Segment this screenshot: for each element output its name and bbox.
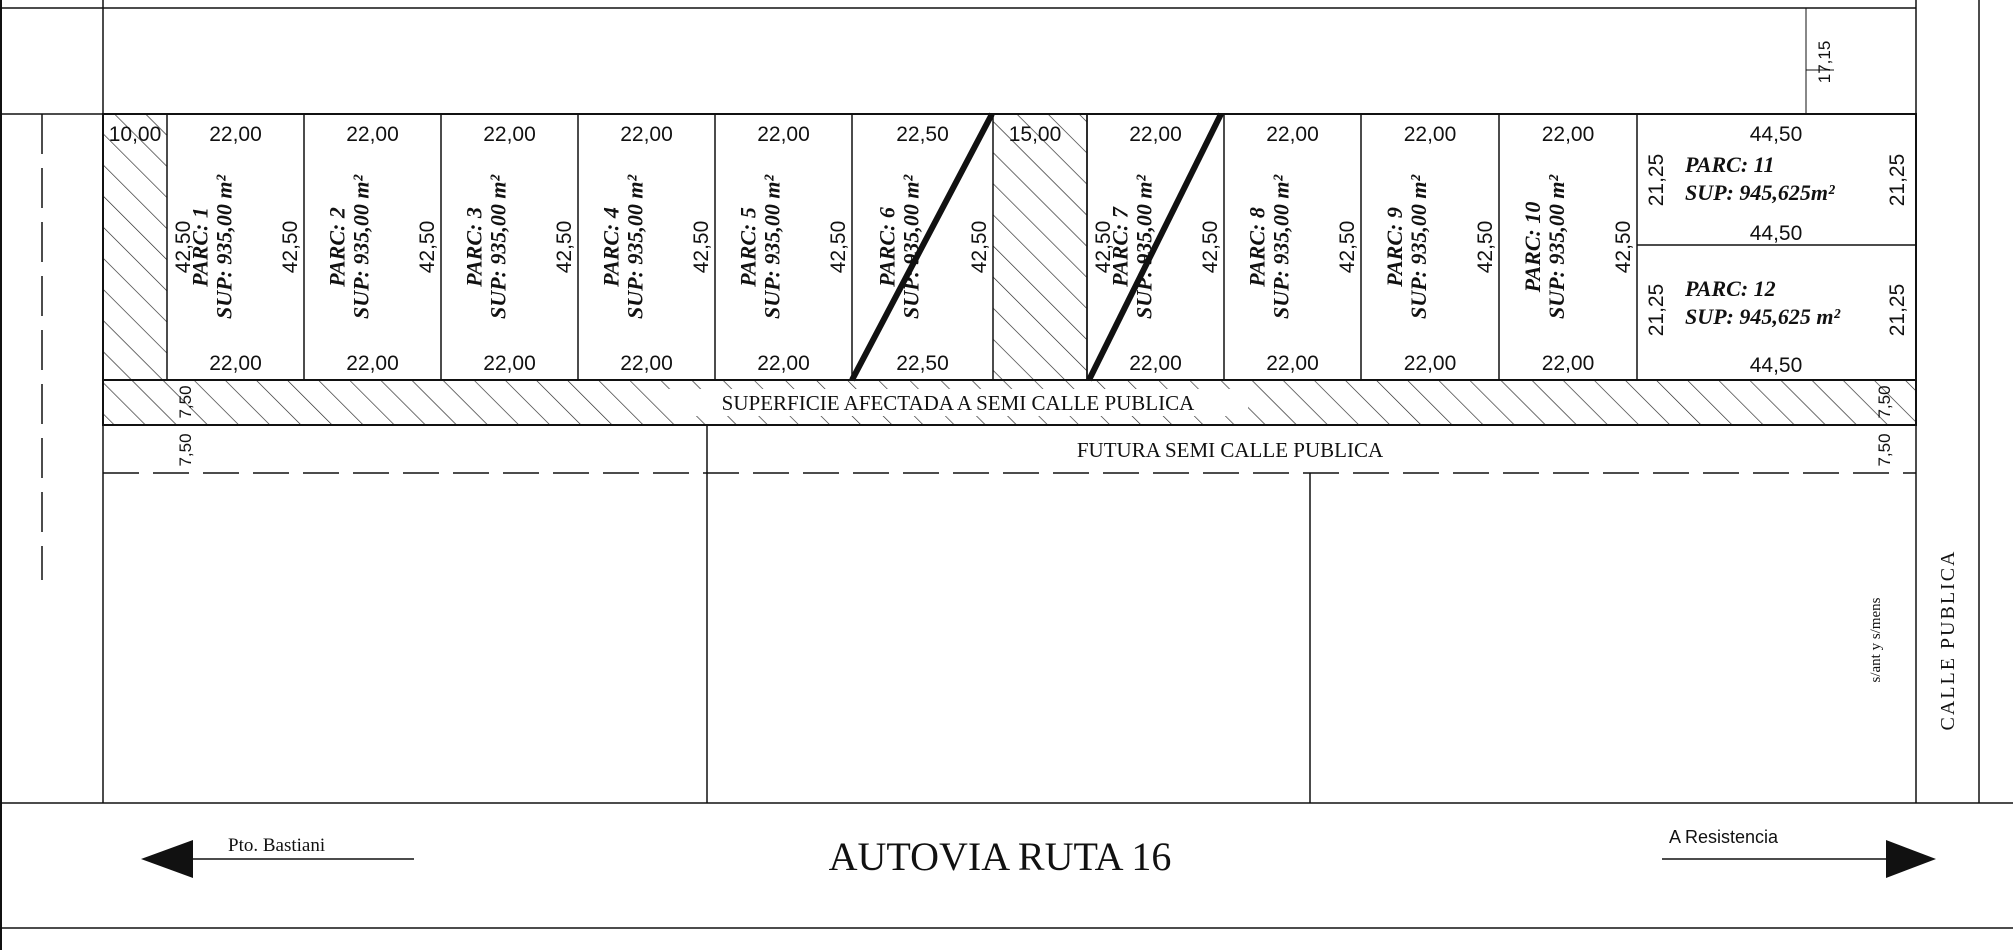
lot-area: SUP: 935,00 m² [1406, 175, 1431, 320]
lot-right-dim: 42,50 [553, 221, 576, 274]
lot-name: PARC: 4 [599, 207, 624, 288]
lot-bottom-dim: 22,00 [1266, 352, 1319, 375]
lot-right-dim: 42,50 [279, 221, 302, 274]
semi-calle-affected-label: SUPERFICIE AFECTADA A SEMI CALLE PUBLICA [722, 391, 1195, 415]
lot-name: PARC: 3 [462, 207, 487, 288]
lot-11-left: 21,25 [1645, 154, 1668, 207]
lot-top-dim: 22,00 [1266, 123, 1319, 146]
dim-top-right: 17,15 [1815, 41, 1834, 84]
lot-right-dim: 42,50 [1474, 221, 1497, 274]
lot-top-dim: 22,00 [1404, 123, 1457, 146]
lot-top-dim: 22,00 [620, 123, 673, 146]
lot-right-dim: 42,50 [416, 221, 439, 274]
lot-area: SUP: 935,00 m² [1544, 175, 1569, 320]
lot-left-dim: 42,50 [172, 221, 195, 274]
lot-bottom-dim: 22,00 [1129, 352, 1182, 375]
lot-11-name: PARC: 11 [1684, 152, 1774, 177]
future-semi-calle-label: FUTURA SEMI CALLE PUBLICA [1077, 438, 1384, 462]
lot-bottom-dim: 22,00 [1404, 352, 1457, 375]
lot-name: PARC: 1 [188, 207, 213, 288]
lot-12-name: PARC: 12 [1684, 276, 1776, 301]
lot-name: PARC: 2 [325, 207, 350, 288]
calle-publica-label: CALLE PUBLICA [1937, 550, 1959, 731]
lot-top-dim: 22,00 [1542, 123, 1595, 146]
lot-12-sup: SUP: 945,625 m² [1685, 304, 1841, 329]
lot-right-dim: 42,50 [1612, 221, 1635, 274]
lot-12-left: 21,25 [1645, 284, 1668, 337]
lot-block [102, 113, 1917, 426]
lot-right-dim: 42,50 [690, 221, 713, 274]
lot-division-lines [166, 114, 1638, 380]
lot-bottom-dim: 22,50 [896, 352, 949, 375]
lot-12-bottom: 44,50 [1750, 354, 1803, 377]
lot-name: PARC: 6 [875, 207, 900, 288]
semi-calle-right-dim: 7,50 [1875, 385, 1894, 418]
lot-bottom-dim: 22,00 [620, 352, 673, 375]
lot-area: SUP: 935,00 m² [760, 175, 785, 320]
lot-right-dim: 42,50 [1199, 221, 1222, 274]
lot-area: SUP: 935,00 m² [623, 175, 648, 320]
lot-right-dim: 42,50 [1336, 221, 1359, 274]
lot-11-bottom: 44,50 [1750, 222, 1803, 245]
lot-name: PARC: 5 [736, 207, 761, 288]
lot-bottom-dim: 22,00 [346, 352, 399, 375]
lot-area: SUP: 935,00 m² [486, 175, 511, 320]
lot-name: PARC: 7 [1108, 206, 1133, 288]
arrow-right-icon [1886, 840, 1936, 878]
road-section [141, 840, 1936, 878]
lot-right-dim: 42,50 [968, 221, 991, 274]
lot-area: SUP: 935,00 m² [349, 175, 374, 320]
lot-12: 21,25 21,25 PARC: 12 SUP: 945,625 m² 44,… [1645, 276, 1909, 377]
lot-11-right: 21,25 [1886, 154, 1909, 207]
road-name: AUTOVIA RUTA 16 [829, 834, 1172, 879]
cross-out-marks [849, 112, 1224, 382]
lot-name: PARC: 8 [1245, 207, 1270, 288]
lot-top-dim: 22,00 [1129, 123, 1182, 146]
lot-top-dim: 22,00 [346, 123, 399, 146]
lot-left-dim: 42,50 [1092, 221, 1115, 274]
side-note: s/ant y s/mens [1868, 597, 1884, 682]
lot-bottom-dim: 22,00 [757, 352, 810, 375]
lot-bottom-dim: 22,00 [209, 352, 262, 375]
lot-12-right: 21,25 [1886, 284, 1909, 337]
lot-bottom-dim: 22,00 [483, 352, 536, 375]
lot-area: SUP: 935,00 m² [1269, 175, 1294, 320]
lot-top-dim: 22,00 [209, 123, 262, 146]
direction-right: A Resistencia [1669, 827, 1779, 847]
lot-11: 44,50 21,25 21,25 PARC: 11 SUP: 945,625m… [1645, 123, 1909, 245]
future-left-dim: 7,50 [176, 433, 195, 466]
direction-left: Pto. Bastiani [228, 835, 325, 856]
lot-top-dim: 22,00 [483, 123, 536, 146]
lot-name: PARC: 10 [1520, 202, 1545, 294]
lot-area: SUP: 935,00 m² [212, 175, 237, 320]
lot-right-dim: 42,50 [827, 221, 850, 274]
lot-11-sup: SUP: 945,625m² [1685, 180, 1835, 205]
semi-calle-left-dim: 7,50 [176, 385, 195, 418]
lot-name: PARC: 9 [1382, 207, 1407, 288]
arrow-left-icon [141, 840, 193, 878]
lot-top-dim: 22,00 [757, 123, 810, 146]
lot-top-dim: 22,50 [896, 123, 949, 146]
future-right-dim: 7,50 [1875, 433, 1894, 466]
hatched-mid-width: 15,00 [1009, 123, 1062, 146]
hatched-left-width: 10,00 [109, 123, 162, 146]
lot-bottom-dim: 22,00 [1542, 352, 1595, 375]
future-street-area [103, 425, 1916, 803]
lot-11-top: 44,50 [1750, 123, 1803, 146]
